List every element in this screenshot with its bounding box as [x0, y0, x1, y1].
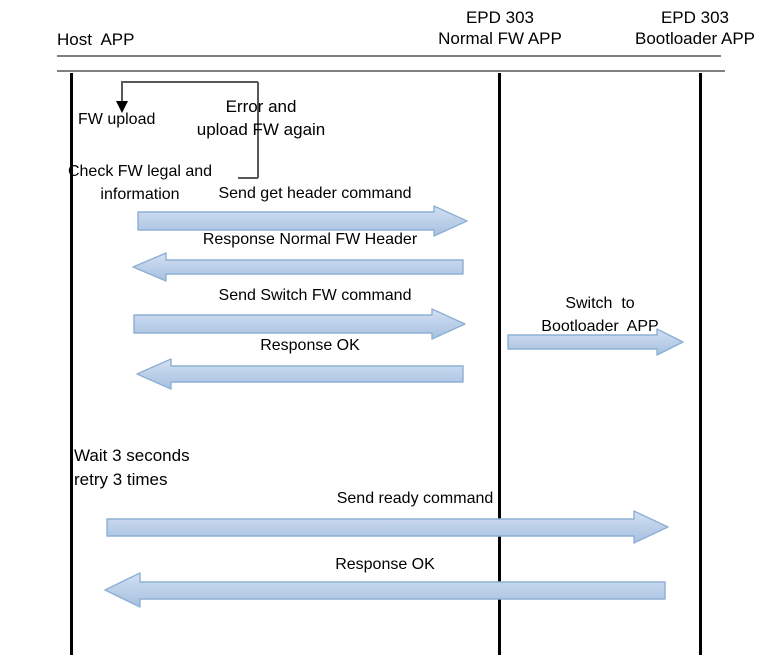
message-arrow-send-switch-fw — [133, 308, 467, 340]
message-label-response-normal-fw-header: Response Normal FW Header — [202, 231, 418, 248]
message-arrow-response-ok-normal-fw — [136, 358, 464, 390]
lifeline-bootloader — [699, 73, 702, 655]
header-rule-top — [57, 55, 721, 57]
participant-label-bootloader-line2: Bootloader APP — [634, 29, 756, 48]
message-label-response-ok-normal-fw: Response OK — [260, 337, 360, 354]
participant-label-normal-fw-line2: Normal FW APP — [438, 29, 562, 48]
internal-arrow-switch-to-bootloader — [507, 328, 685, 356]
note-check-fw: Check FW legal and information — [67, 163, 213, 203]
message-label-response-ok-bootloader: Response OK — [335, 556, 435, 573]
note-wait-retry: Wait 3 seconds retry 3 times — [74, 446, 190, 489]
message-arrow-response-normal-fw-header — [132, 252, 464, 282]
participant-label-normal-fw-line1: EPD 303 — [465, 8, 535, 27]
header-rule-bottom — [57, 70, 725, 72]
message-arrow-response-ok-bootloader — [104, 572, 666, 608]
participant-label-host: Host APP — [57, 30, 135, 49]
note-error-retry: Error and upload FW again — [196, 97, 326, 139]
lifeline-normal-fw — [498, 73, 501, 655]
note-fw-upload: FW upload — [78, 111, 156, 128]
message-arrow-send-get-header — [137, 205, 469, 237]
participant-label-bootloader-line1: EPD 303 — [660, 8, 730, 27]
message-arrow-send-ready-command — [106, 510, 670, 544]
message-label-send-switch-fw: Send Switch FW command — [218, 287, 412, 304]
lifeline-host — [70, 73, 73, 655]
message-label-send-get-header: Send get header command — [218, 185, 412, 202]
message-label-send-ready-command: Send ready command — [336, 490, 494, 507]
note-switch-bootloader: Switch to Bootloader APP — [541, 295, 659, 335]
